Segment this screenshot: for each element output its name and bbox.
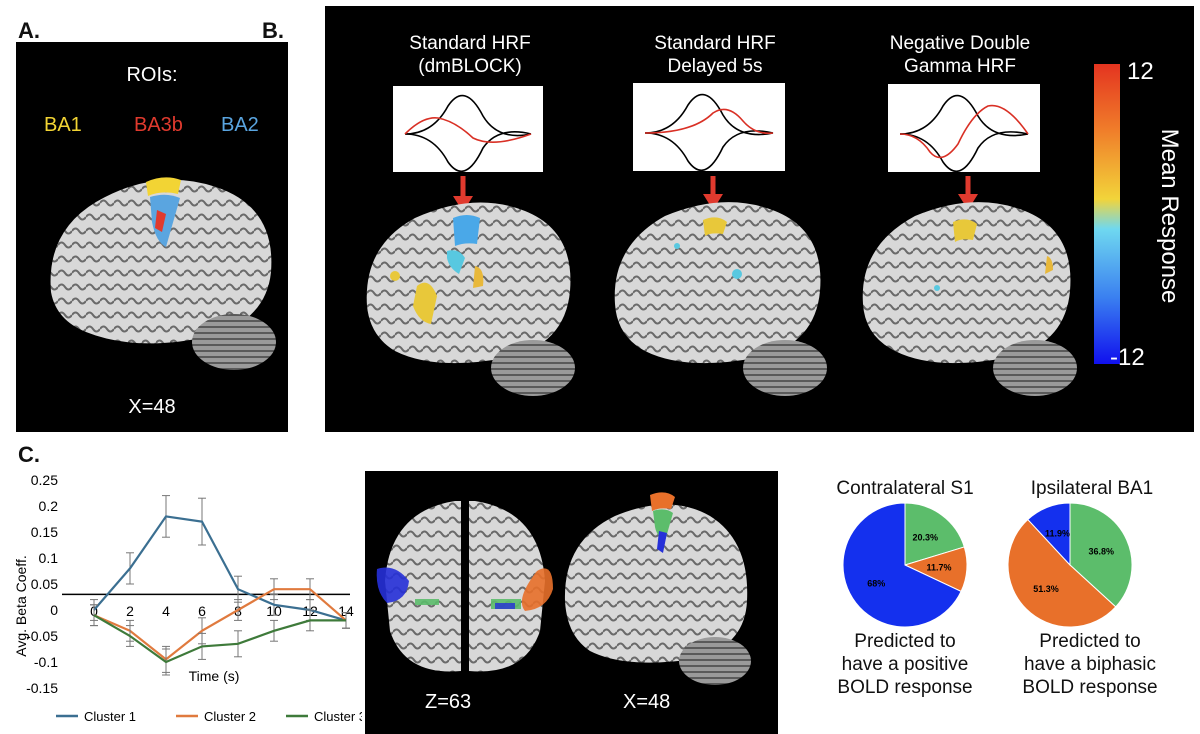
pie-slice-label: 11.7% — [926, 562, 951, 572]
hrf-plot-3 — [888, 84, 1040, 172]
y-tick-label: 0.2 — [39, 498, 59, 514]
brain-sagittal-b2 — [614, 202, 827, 396]
series-3 — [90, 604, 350, 676]
y-tick-label: 0.25 — [31, 472, 58, 488]
pie-slice — [1007, 518, 1117, 628]
y-tick-label: 0 — [50, 602, 58, 618]
x-tick-label: 4 — [162, 603, 170, 619]
coord-sagittal: X=48 — [623, 691, 671, 713]
brain-sagittal-b1 — [366, 202, 575, 396]
roi-label-ba2: BA2 — [221, 114, 259, 136]
panel-b-letter: B. — [262, 18, 284, 43]
brain-sagittal-b3 — [862, 202, 1077, 396]
panel-b: Standard HRF (dmBLOCK) Standard HRF Dela… — [325, 6, 1194, 432]
legend-label: Cluster 2 — [204, 709, 256, 724]
panel-c-letter: C. — [18, 442, 40, 467]
brain-axial — [376, 501, 553, 672]
colorbar — [1094, 64, 1120, 364]
cortex-shape — [50, 179, 272, 344]
hrf-title-3-line2: Gamma HRF — [904, 56, 1016, 77]
y-tick-label: 0.05 — [31, 576, 58, 592]
coord-axial: Z=63 — [425, 691, 472, 713]
brain-sagittal-c — [564, 492, 751, 685]
pie1-title: Contralateral S1 — [836, 478, 974, 499]
x-tick-label: 2 — [126, 603, 134, 619]
hrf-title-2-line2: Delayed 5s — [667, 56, 763, 77]
series-line — [93, 588, 347, 661]
line-chart: 0.250.20.150.10.050-0.05-0.1-0.15 024681… — [13, 472, 362, 724]
pie1-caption-line3: BOLD response — [837, 677, 973, 698]
arrow-down-3 — [958, 176, 978, 210]
legend-label: Cluster 3 — [314, 709, 362, 724]
pie2-caption-line1: Predicted to — [1039, 631, 1141, 652]
panel-a-coord: X=48 — [128, 396, 176, 418]
panel-a-letter: A. — [18, 18, 40, 43]
pie-slice-label: 20.3% — [913, 533, 939, 543]
x-tick-label: 14 — [338, 603, 354, 619]
y-tick-label: 0.15 — [31, 524, 58, 540]
pie-slice — [1027, 502, 1071, 567]
legend-item: Cluster 3 — [286, 709, 362, 724]
series-line — [93, 515, 347, 622]
y-tick-label: -0.15 — [26, 680, 58, 696]
line-chart-ylabel: Avg. Beta Coeff. — [13, 555, 29, 656]
roi-ba1-overlay — [146, 177, 181, 196]
pie-slice-label: 51.3% — [1033, 584, 1059, 594]
y-tick-label: 0.1 — [39, 550, 59, 566]
hrf-title-2-line1: Standard HRF — [654, 33, 776, 54]
colorbar-label: Mean Response — [1156, 128, 1183, 304]
hrf-title-1-line2: (dmBLOCK) — [418, 56, 522, 77]
pie2-title: Ipsilateral BA1 — [1030, 478, 1154, 499]
pie1-caption-line1: Predicted to — [854, 631, 956, 652]
colorbar-max: 12 — [1127, 58, 1154, 85]
hrf-title-2: Standard HRF Delayed 5s — [630, 32, 800, 78]
panel-a: ROIs: BA1 BA3b BA2 X=48 — [16, 42, 288, 432]
hrf-title-3: Negative Double Gamma HRF — [870, 32, 1050, 78]
arrow-down-2 — [703, 176, 723, 210]
y-tick-label: -0.05 — [26, 628, 58, 644]
pie-slice-label: 11.9% — [1045, 528, 1070, 538]
hrf-title-1-line1: Standard HRF — [409, 33, 531, 54]
panel-c-brain-shapes — [376, 492, 751, 685]
pie-slice-label: 68% — [867, 578, 885, 588]
pie-chart-ipsilateral: 36.8% 51.3% 11.9% — [1007, 502, 1133, 628]
roi-ba3b-overlay — [155, 210, 166, 232]
pie2-caption-line3: BOLD response — [1022, 677, 1158, 698]
roi-label-ba3b: BA3b — [134, 114, 183, 136]
legend-item: Cluster 2 — [176, 709, 256, 724]
brain-sagittal-a — [50, 177, 276, 370]
roi-ba2-overlay — [150, 194, 180, 247]
legend-item: Cluster 1 — [56, 709, 136, 724]
panel-c-brains: Z=63 X=48 — [365, 471, 778, 734]
legend-label: Cluster 1 — [84, 709, 136, 724]
roi-label-ba1: BA1 — [44, 114, 82, 136]
hrf-title-1: Standard HRF (dmBLOCK) — [385, 32, 555, 78]
x-tick-label: 6 — [198, 603, 206, 619]
rois-title: ROIs: — [126, 64, 178, 86]
pie-chart-contralateral: 20.3% 11.7% 68% — [842, 502, 968, 628]
pie-slice-label: 36.8% — [1088, 546, 1114, 556]
series-line — [93, 614, 346, 664]
panel-b-overlays — [366, 176, 1077, 396]
pie-slice — [904, 502, 965, 566]
hrf-plot-2 — [633, 83, 785, 171]
y-tick-label: -0.1 — [34, 654, 58, 670]
pie-slice — [1069, 502, 1133, 608]
hrf-plot-1 — [393, 86, 543, 172]
hrf-title-3-line1: Negative Double — [889, 33, 1031, 54]
pie1-caption: Predicted to have a positive BOLD respon… — [800, 630, 1010, 699]
pie-slice — [842, 502, 962, 628]
line-chart-xlabel: Time (s) — [189, 668, 240, 684]
pie1-caption-line2: have a positive — [841, 654, 969, 675]
cerebellum-shape — [192, 314, 276, 370]
colorbar-min: -12 — [1110, 344, 1145, 371]
pie2-caption-line2: have a biphasic — [1023, 654, 1157, 675]
pie2-caption: Predicted to have a biphasic BOLD respon… — [985, 630, 1195, 699]
